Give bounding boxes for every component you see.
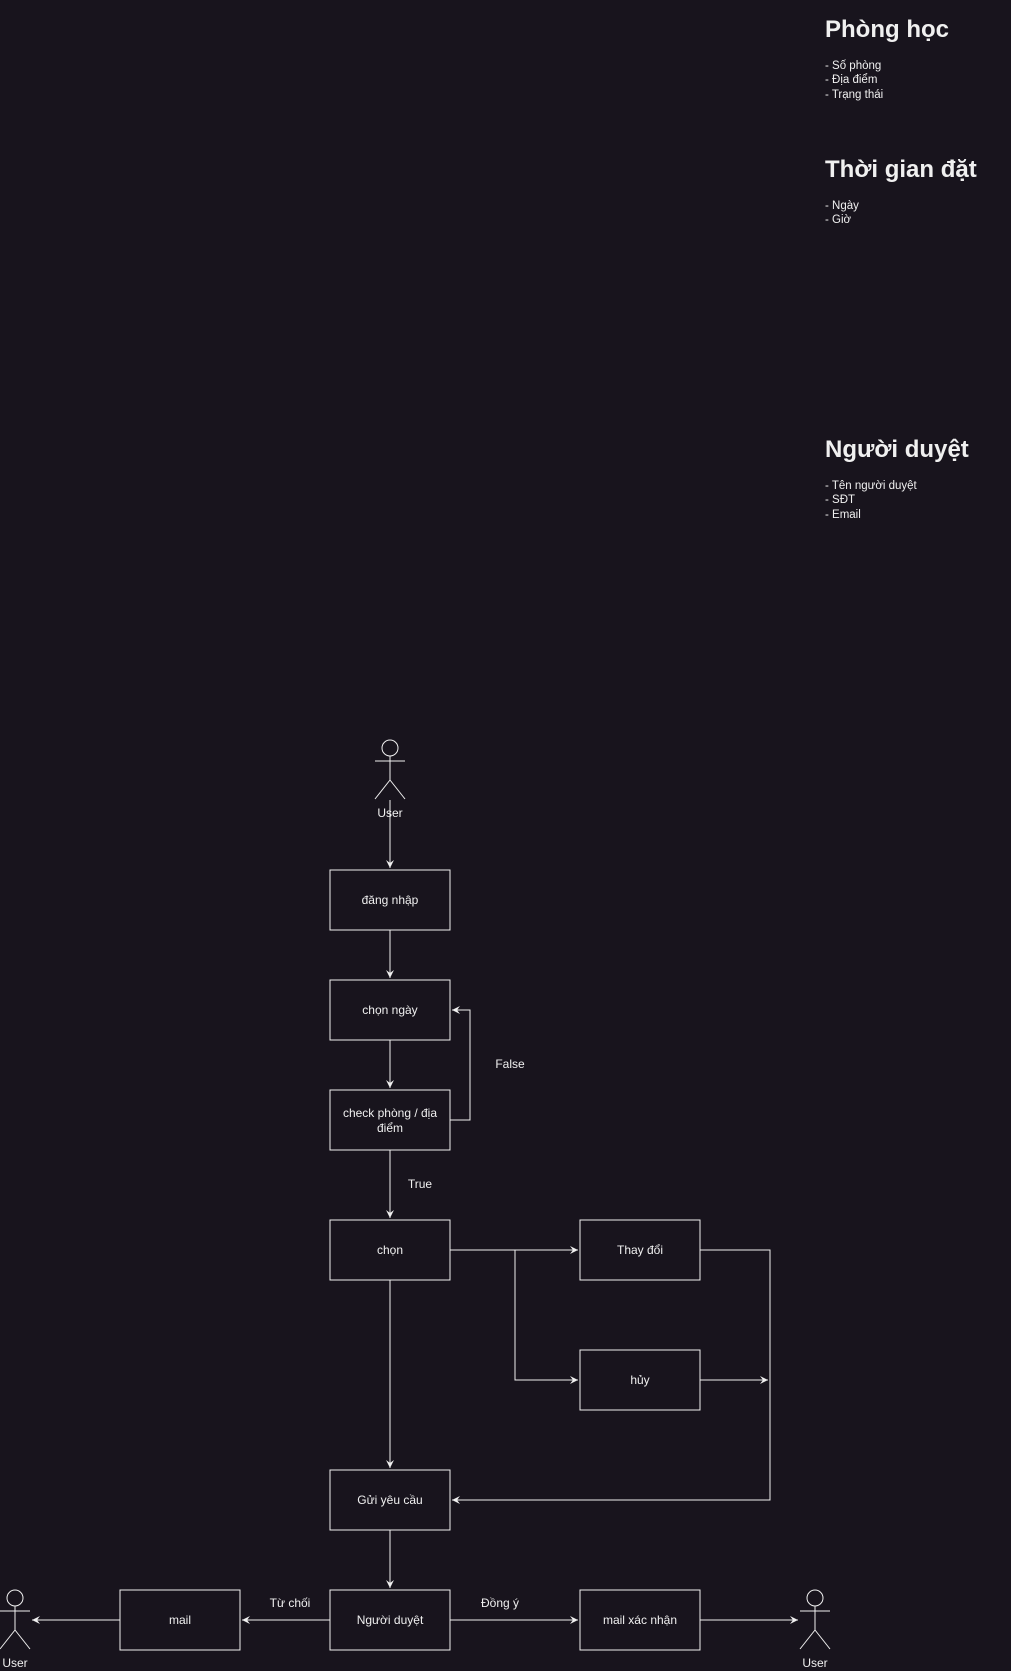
edge-label-reject: Từ chối	[270, 1596, 311, 1610]
note-approver-title: Người duyệt	[825, 436, 969, 463]
approver-label: Người duyệt	[357, 1613, 424, 1627]
choose-label: chọn	[377, 1243, 403, 1257]
note-item: Email	[825, 508, 1005, 523]
note-item: Ngày	[825, 199, 1005, 214]
login-label: đăng nhập	[362, 893, 419, 907]
actor-user-left-icon	[0, 1589, 31, 1650]
edge-check-false	[450, 1006, 471, 1121]
check-room-box	[329, 1089, 451, 1151]
edge-label-false: False	[495, 1057, 525, 1071]
actor-user-left-label: User	[2, 1656, 27, 1670]
note-item: Số phòng	[825, 59, 1005, 74]
cancel-label: hủy	[630, 1373, 649, 1387]
note-classroom-list: Số phòng Địa điểm Trạng thái	[825, 59, 1005, 103]
note-item: Tên người duyệt	[825, 479, 1005, 494]
check-room-label-line2: điểm	[377, 1121, 403, 1135]
actor-user-top-label: User	[377, 806, 402, 820]
actor-user-top-icon	[374, 739, 406, 800]
edge-label-accept: Đồng ý	[481, 1596, 519, 1610]
note-item: Trạng thái	[825, 88, 1005, 103]
choose-date-label: chọn ngày	[362, 1003, 417, 1017]
note-booking-time: Thời gian đặt Ngày Giờ	[825, 156, 1005, 228]
edge-choose-cancel	[514, 1250, 578, 1384]
mail-confirm-label: mail xác nhận	[603, 1613, 677, 1627]
note-item: Giờ	[825, 213, 1005, 228]
note-classroom: Phòng học Số phòng Địa điểm Trạng thái	[825, 16, 1005, 102]
note-approver: Người duyệt Tên người duyệt SĐT Email	[825, 436, 1005, 522]
mail-label: mail	[169, 1613, 191, 1627]
send-request-label: Gửi yêu cầu	[357, 1493, 422, 1507]
actor-user-right-icon	[799, 1589, 831, 1650]
note-approver-list: Tên người duyệt SĐT Email	[825, 479, 1005, 523]
edge-label-true: True	[408, 1177, 433, 1191]
note-booking-time-title: Thời gian đặt	[825, 156, 977, 183]
actor-user-right-label: User	[802, 1656, 827, 1670]
note-booking-time-list: Ngày Giờ	[825, 199, 1005, 228]
change-label: Thay đổi	[617, 1243, 663, 1257]
note-item: Địa điểm	[825, 73, 1005, 88]
edge-change-send	[452, 1249, 771, 1504]
note-item: SĐT	[825, 493, 1005, 508]
check-room-label-line1: check phòng / địa	[343, 1106, 437, 1120]
note-classroom-title: Phòng học	[825, 16, 949, 43]
